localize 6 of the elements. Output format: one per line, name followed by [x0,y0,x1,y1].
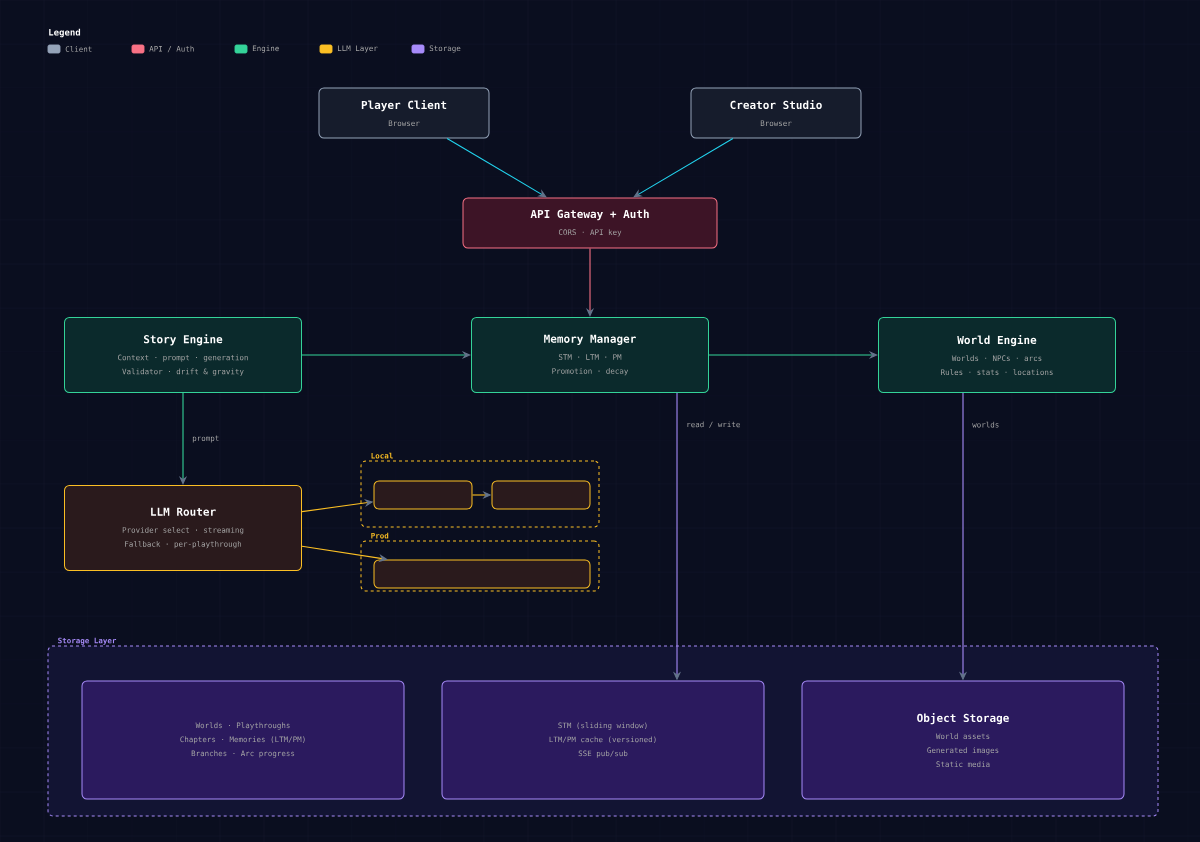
arrow [633,137,734,198]
legend-title: Legend [49,28,81,38]
component-box [373,559,591,589]
component-box [491,480,591,510]
arrow [446,137,547,198]
component-box [373,480,473,510]
